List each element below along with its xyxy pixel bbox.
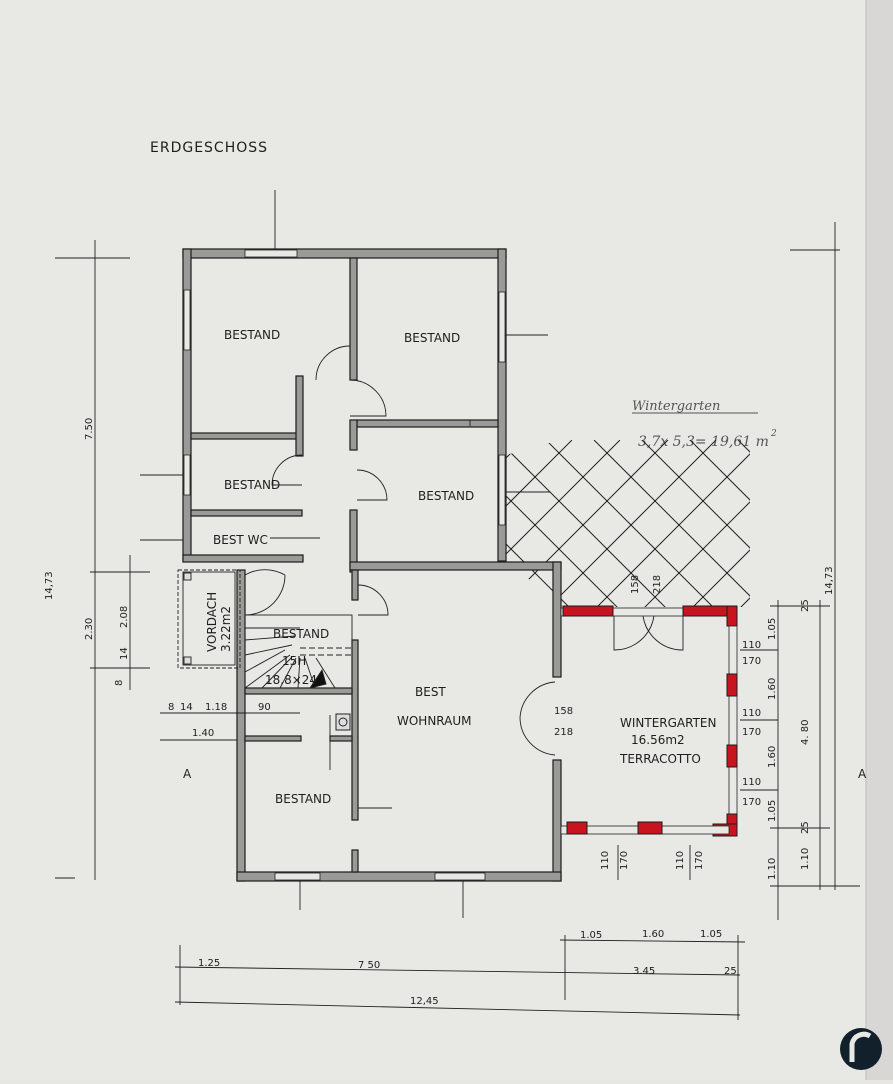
wintergarten-floor: TERRACOTTO (619, 752, 701, 766)
svg-text:170: 170 (742, 656, 761, 667)
svg-text:12,45: 12,45 (410, 996, 439, 1007)
svg-text:Wintergarten: Wintergarten (632, 399, 720, 414)
svg-text:14: 14 (180, 702, 193, 713)
svg-text:1.10: 1.10 (800, 848, 811, 870)
lattice-line (545, 440, 717, 607)
section-marker-left: A (183, 767, 192, 781)
svg-text:14,73: 14,73 (44, 571, 55, 600)
wintergarten-name: WINTERGARTEN (620, 716, 717, 730)
doors (244, 345, 556, 809)
svg-text:1.25: 1.25 (198, 958, 220, 969)
svg-text:1.05: 1.05 (700, 929, 722, 940)
section-marker-right: A (858, 767, 867, 781)
wintergarten-walls (560, 605, 738, 837)
windows (183, 249, 506, 881)
svg-text:2.30: 2.30 (84, 618, 95, 640)
room-living-2: WOHNRAUM (397, 714, 472, 728)
svg-text:4. 80: 4. 80 (800, 720, 811, 745)
svg-text:25: 25 (800, 599, 811, 612)
dimension-labels: 14,73 7.50 2.30 2.08 14 8 8 14 1.18 90 1… (44, 418, 835, 1007)
svg-text:158: 158 (554, 706, 573, 717)
svg-text:2: 2 (770, 429, 777, 439)
lattice-line (506, 440, 621, 607)
svg-text:1.05: 1.05 (767, 618, 778, 640)
svg-text:8: 8 (114, 680, 125, 686)
terrace-lattice (506, 440, 750, 607)
svg-text:110: 110 (742, 777, 761, 788)
svg-text:8: 8 (168, 702, 174, 713)
svg-text:25: 25 (800, 821, 811, 834)
svg-text:2.08: 2.08 (119, 606, 130, 628)
svg-text:110: 110 (675, 851, 686, 870)
svg-text:110: 110 (600, 851, 611, 870)
svg-text:170: 170 (742, 797, 761, 808)
svg-text:7.50: 7.50 (84, 418, 95, 440)
svg-text:110: 110 (742, 640, 761, 651)
room-lower-left: BESTAND (275, 792, 331, 806)
svg-text:14: 14 (119, 647, 130, 660)
svg-text:1.60: 1.60 (767, 746, 778, 768)
svg-text:3,7x 5,3= 19,61 m: 3,7x 5,3= 19,61 m (638, 434, 769, 450)
svg-text:1.60: 1.60 (642, 929, 664, 940)
room-wc: BEST WC (213, 533, 268, 547)
svg-text:1.60: 1.60 (767, 678, 778, 700)
svg-text:170: 170 (619, 851, 630, 870)
plan-title: ERDGESCHOSS (150, 140, 268, 156)
room-middle-right: BESTAND (418, 489, 474, 503)
lattice-line (641, 440, 750, 607)
room-upper-right: BESTAND (404, 331, 460, 345)
existing-walls (182, 248, 562, 882)
svg-text:1.40: 1.40 (192, 728, 214, 739)
svg-text:7 50: 7 50 (358, 960, 380, 971)
circle-logo-icon (840, 1028, 882, 1070)
vordach-outline (177, 569, 241, 669)
svg-text:1.05: 1.05 (767, 800, 778, 822)
svg-text:1.18: 1.18 (205, 702, 227, 713)
room-labels: BESTAND BESTAND BESTAND BESTAND BEST WC … (183, 328, 867, 806)
svg-text:1.10: 1.10 (767, 858, 778, 880)
lattice-line (689, 440, 750, 607)
svg-text:158: 158 (630, 575, 641, 594)
svg-text:3.45: 3.45 (633, 966, 655, 977)
dimension-lines (55, 190, 860, 1020)
staircase (244, 614, 353, 689)
svg-text:218: 218 (652, 575, 663, 594)
lattice-line (689, 440, 750, 607)
lattice-line (506, 440, 573, 607)
svg-text:170: 170 (742, 727, 761, 738)
stair-steps: 15H (282, 654, 306, 668)
room-upper-left: BESTAND (224, 328, 280, 342)
svg-text:90: 90 (258, 702, 271, 713)
svg-text:110: 110 (742, 708, 761, 719)
stair-size: 18.8×24 (265, 673, 317, 687)
room-living-1: BEST (415, 685, 446, 699)
lattice-line (506, 440, 573, 607)
paper-edge (866, 0, 893, 1080)
lattice-line (593, 440, 750, 607)
svg-text:14,73: 14,73 (824, 566, 835, 595)
vordach-area: 3.22m2 (219, 606, 233, 652)
handwritten-note: Wintergarten 3,7x 5,3= 19,61 m 2 (632, 399, 777, 450)
vordach-name: VORDACH (205, 592, 219, 652)
room-middle-left: BESTAND (224, 478, 280, 492)
wintergarten-area: 16.56m2 (631, 733, 685, 747)
svg-text:218: 218 (554, 727, 573, 738)
svg-text:25: 25 (724, 966, 737, 977)
svg-text:1.05: 1.05 (580, 930, 602, 941)
svg-text:170: 170 (694, 851, 705, 870)
room-stair: BESTAND (273, 627, 329, 641)
